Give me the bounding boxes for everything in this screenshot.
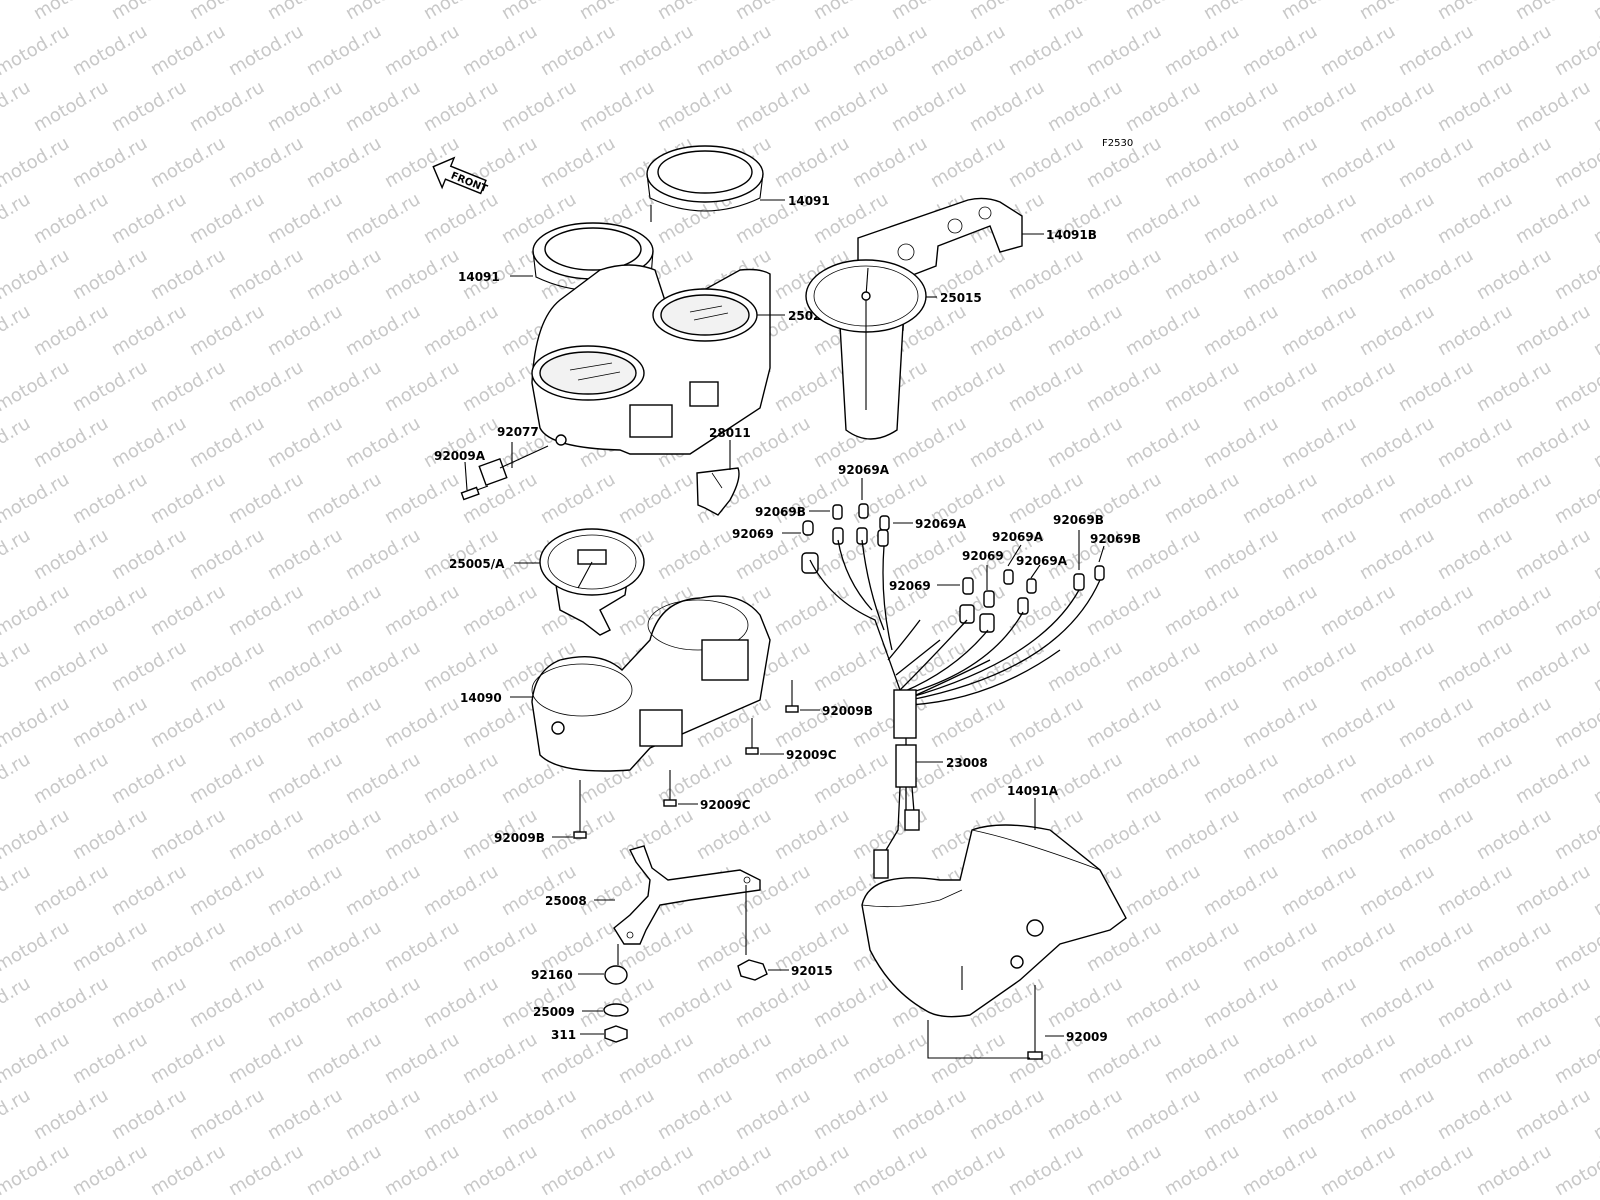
wiring-harness-23008 [809,539,1101,879]
leader-line [1007,544,1022,567]
callout-14090: 14090 [460,691,502,705]
callout-14091B: 14091B [1046,228,1097,242]
callout-14091A: 14091A [1007,784,1059,798]
callout-92069A-lower: 92069A [1016,554,1068,568]
meter-case-assembly [531,264,771,455]
callout-92015: 92015 [791,964,833,978]
meter-dial-right [805,259,927,440]
callout-23008: 23008 [946,756,988,770]
meter-ring-upper [646,145,764,222]
figure-code: F2530 [1102,138,1133,149]
bulb-sockets-upper [801,503,890,574]
hardware-stack [603,906,768,1043]
front-arrow-icon: FRONT [432,156,489,195]
callout-92069B-right1: 92069B [1053,513,1104,527]
callout-92009B-left: 92009B [494,831,545,845]
leader-line [1030,564,1041,579]
callout-25005A: 25005/A [449,557,505,571]
callout-92009A: 92009A [434,449,486,463]
callout-92009: 92009 [1066,1030,1108,1044]
callout-92069A-right: 92069A [915,517,967,531]
drive-gear-92077 [478,445,549,487]
callout-92069B-right2: 92069B [1090,532,1141,546]
indicator-housing-28011 [696,467,740,516]
leader-line [1098,545,1105,563]
screw-92009A [460,485,489,501]
callout-311: 311 [551,1028,576,1042]
leader-line [464,461,468,491]
callout-92009C-mid: 92009C [700,798,751,812]
callout-14091-left: 14091 [458,270,500,284]
meter-lower-case [531,595,771,772]
callout-92077: 92077 [497,425,539,439]
callout-25008: 25008 [545,894,587,908]
callout-14091-upper: 14091 [788,194,830,208]
callout-25009: 25009 [533,1005,575,1019]
callout-92069-lower: 92069 [889,579,931,593]
callout-28011: 28011 [709,426,751,440]
callout-92009C-right: 92009C [786,748,837,762]
meter-bracket-25008 [613,845,761,965]
callout-92069A-mid: 92069A [992,530,1044,544]
callout-92069B-left: 92069B [755,505,806,519]
callout-92069-left: 92069 [732,527,774,541]
callout-92069-mid: 92069 [962,549,1004,563]
callout-92009B-right: 92009B [822,704,873,718]
screws-lower-case [573,680,799,839]
meter-bottom-cover [861,824,1127,1018]
callout-92069A-top: 92069A [838,463,890,477]
screw-92009 [927,985,1043,1060]
meter-ring-left [532,222,654,330]
callout-92160: 92160 [531,968,573,982]
bulb-sockets-right [959,565,1105,633]
meter-dial-left [539,528,645,636]
callout-25015: 25015 [940,291,982,305]
